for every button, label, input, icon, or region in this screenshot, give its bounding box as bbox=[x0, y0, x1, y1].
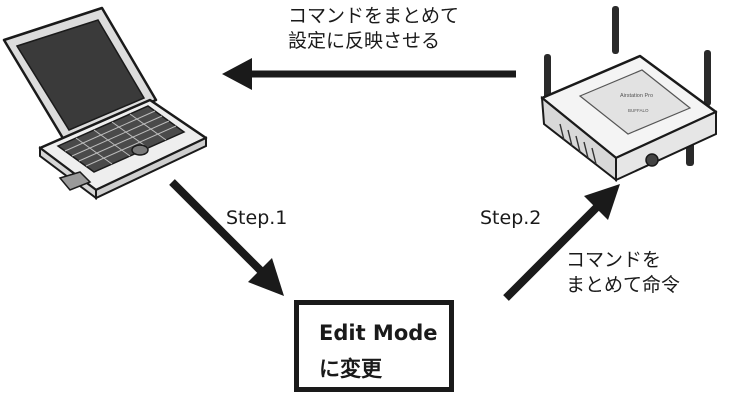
arrow-step1 bbox=[169, 179, 284, 296]
side-caption-line1: コマンドを bbox=[566, 249, 662, 271]
edit-mode-line1: Edit Mode bbox=[319, 321, 438, 345]
router-logo-text: Airstation Pro bbox=[620, 93, 653, 99]
edit-mode-box: Edit Mode に変更 bbox=[294, 300, 454, 392]
side-caption: コマンドを まとめて命令 bbox=[566, 248, 680, 298]
router-illustration bbox=[540, 6, 718, 183]
laptop-illustration bbox=[2, 6, 208, 200]
top-caption: コマンドをまとめて 設定に反映させる bbox=[288, 4, 459, 54]
arrow-step2 bbox=[503, 184, 620, 301]
step1-label: Step.1 bbox=[226, 207, 288, 229]
step2-label: Step.2 bbox=[480, 207, 542, 229]
side-caption-line2: まとめて命令 bbox=[566, 274, 681, 297]
edit-mode-line2: に変更 bbox=[319, 357, 382, 381]
top-caption-line1: コマンドをまとめて bbox=[288, 5, 460, 27]
arrow-router-to-laptop bbox=[222, 58, 516, 90]
router-sub-text: BUFFALO bbox=[628, 108, 649, 113]
top-caption-line2: 設定に反映させる bbox=[288, 30, 441, 53]
